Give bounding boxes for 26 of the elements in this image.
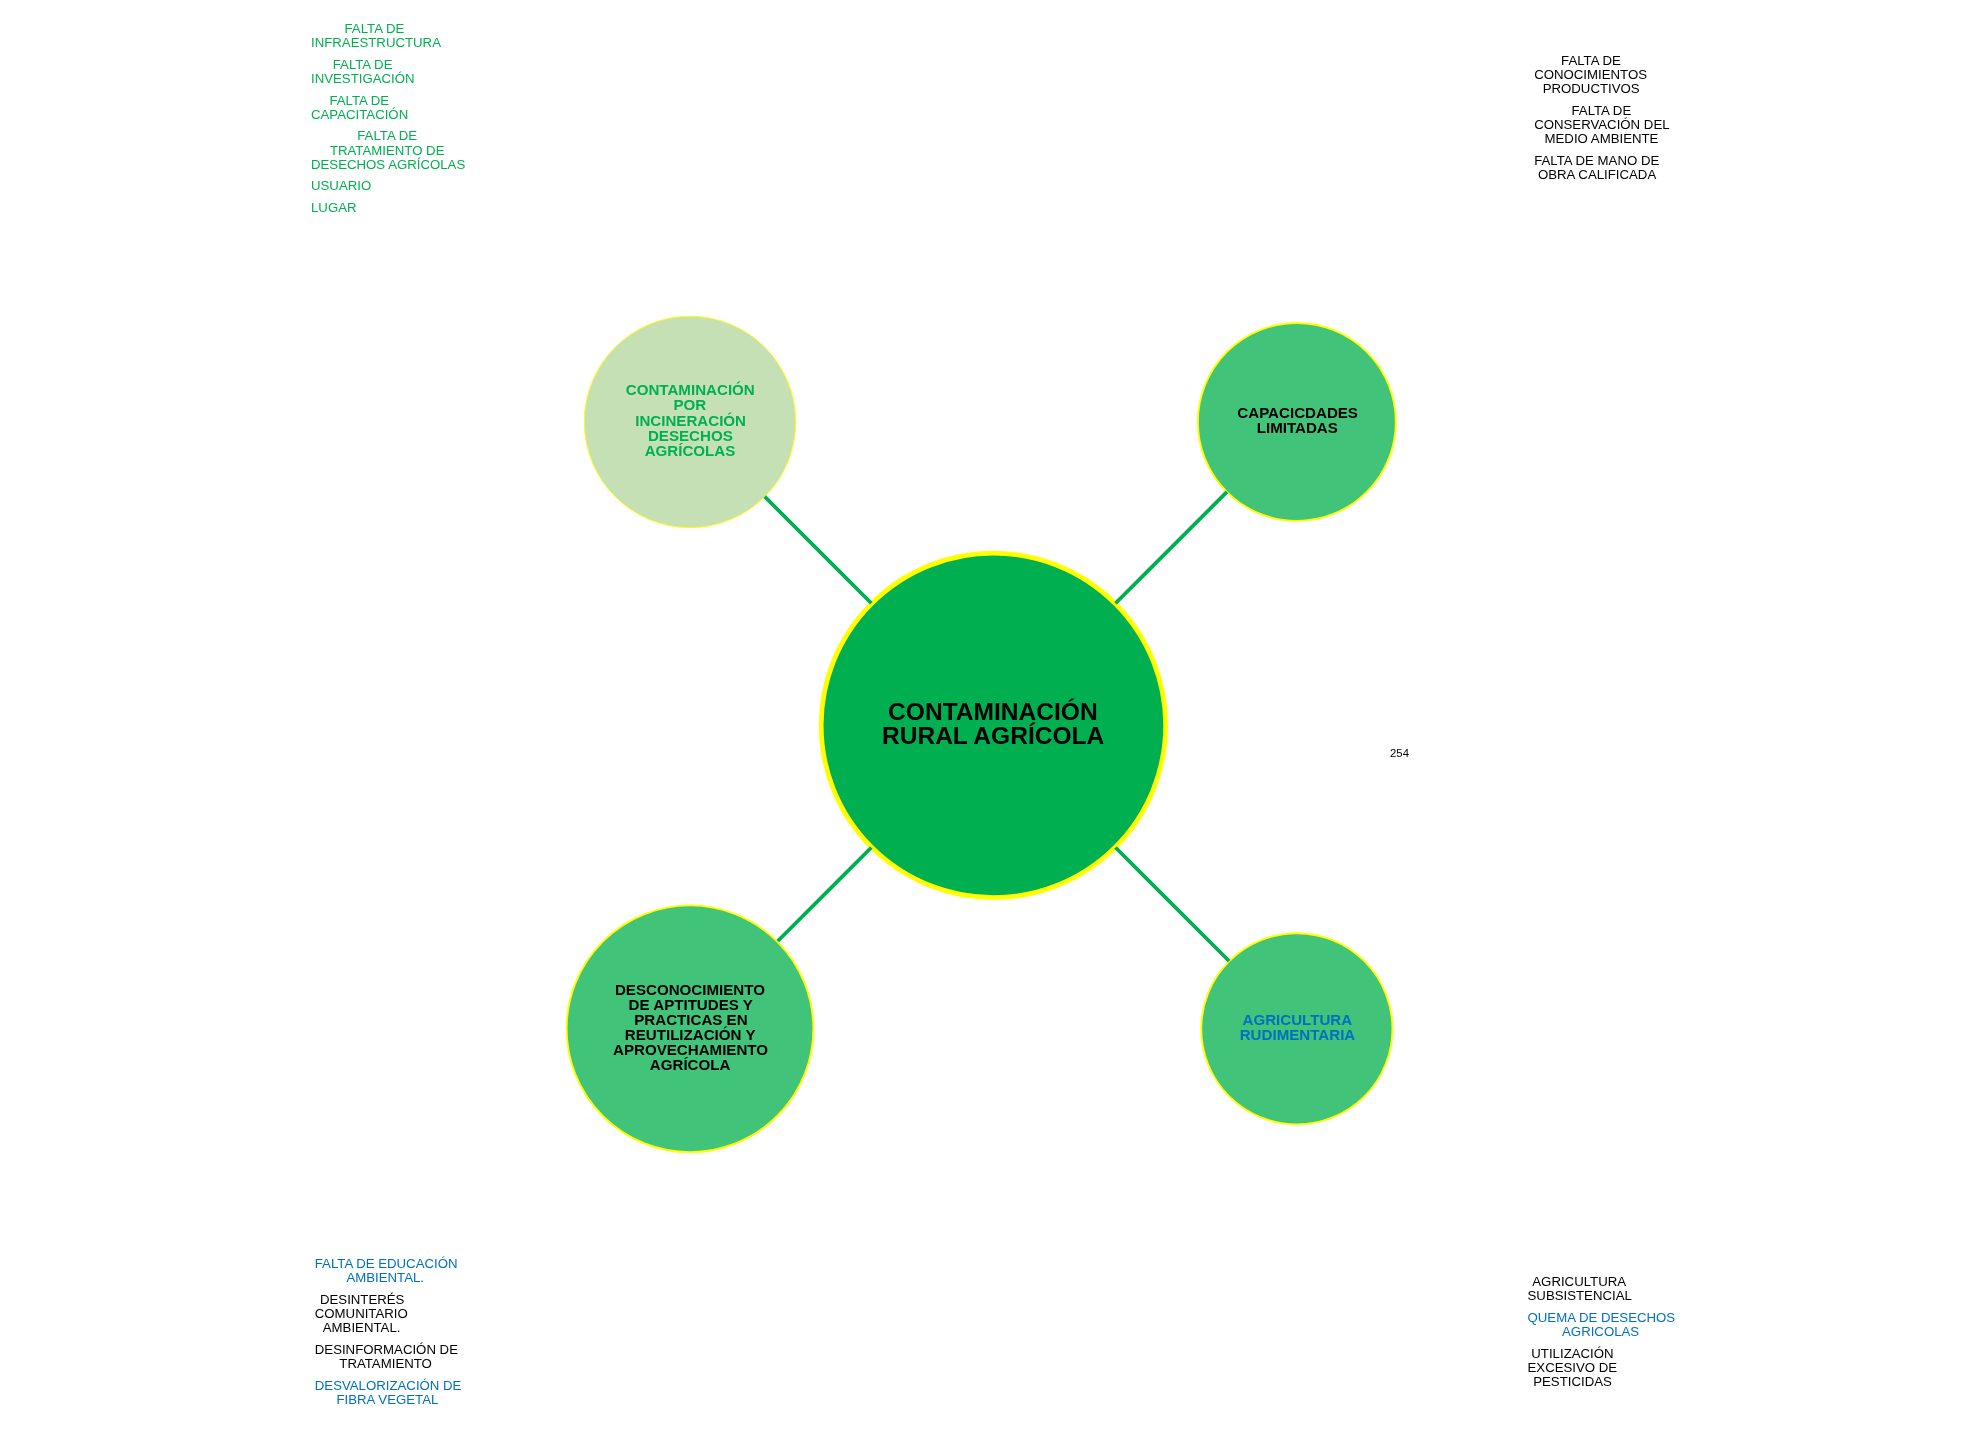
node-label: FALTA DE MANO DE OBRA CALIFICADA [1534,152,1660,183]
node-label: FALTA DE EDUCACIÓN AMBIENTAL. [314,1256,458,1286]
node-label: FALTA DE CONSERVACIÓN DEL MEDIO AMBIENTE [1534,102,1670,147]
node-label: DESINTERÉS COMUNITARIO AMBIENTAL. [314,1292,408,1336]
node-label: DESINFORMACIÓN DE TRATAMIENTO [314,1342,458,1372]
node-label: FALTA DE INFRAESTRUCTURA [311,20,441,50]
connector [763,495,873,605]
node-label: QUEMA DE DESECHOS AGRICOLAS [1527,1310,1676,1340]
node-label: FALTA DE INVESTIGACIÓN [311,56,415,86]
node-label: USUARIO [311,178,372,194]
node-circle: DESCONOCIMIENTO DE APTITUDES Y PRACTICAS EN REUTILIZACIÓN Y APROVECHAMIENTO AGRÍCOLA [565,904,815,1154]
connector [1114,490,1229,605]
connector [776,846,873,943]
node-label: UTILIZACIÓN EXCESIVO DE PESTICIDAS [1527,1345,1618,1390]
connector [1114,846,1231,963]
node-circle: CONTAMINACIÓN POR INCINERACIÓN DESECHOS AGRÍCOLAS [583,315,797,529]
node-label: FALTA DE TRATAMIENTO DE DESECHOS AGRÍCOLAS [311,128,466,172]
node-circle: AGRICULTURA RUDIMENTARIA [1200,932,1394,1126]
node-label: AGRICULTURA SUBSISTENCIAL [1527,1274,1632,1304]
node-label: FALTA DE CONOCIMIENTOS PRODUCTIVOS [1534,52,1648,97]
label: 254 [1390,746,1409,759]
node-label: LUGAR [311,200,357,216]
node-circle: CAPACICDADES LIMITADAS [1196,322,1397,522]
node-label: FALTA DE CAPACITACIÓN [311,92,409,122]
node-circle: CONTAMINACIÓN RURAL AGRÍCOLA [818,550,1168,900]
node-label: DESVALORIZACIÓN DE FIBRA VEGETAL [314,1378,462,1408]
